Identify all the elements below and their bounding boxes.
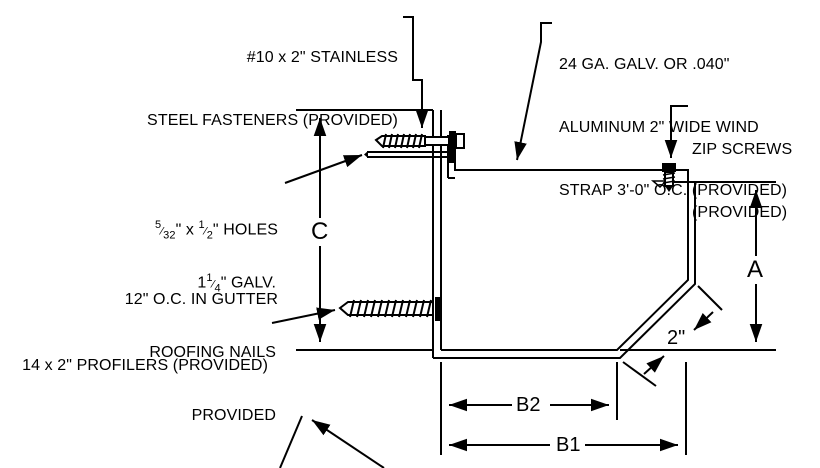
gutter-profile [433,135,696,359]
zip-screws-line-1: ZIP SCREWS [692,141,793,158]
c-extension-lines [296,109,433,351]
nails-frac-numerator: 1 [206,272,213,284]
bevel-dimension [622,285,723,387]
holes-line-1: 5⁄32" x 1⁄2" HOLES [154,219,278,242]
zip-screws-line-2: (PROVIDED) [692,204,788,221]
holes-frac-denominator: 32 [163,229,176,242]
holes-frac2-numerator: 1 [198,219,205,231]
leader-lines [271,16,688,324]
profiler-screw [338,297,441,321]
holes-frac2-denominator: 2 [206,229,213,242]
wind-strap-line-3: STRAP 3'-0" O.C. (PROVIDED) [559,182,788,199]
dimension-b1-label: B1 [555,434,582,456]
nails-callout: 11⁄4" GALV. ROOFING NAILS PROVIDED [120,226,276,447]
wind-strap-callout: 24 GA. GALV. OR .040" ALUMINUM 2" WIDE W… [559,12,819,222]
roofing-nail [364,147,454,163]
holes-mid: " x [175,221,199,239]
b-extension-lines [440,362,687,455]
zip-screw [650,163,676,192]
holes-tail: " HOLES [212,221,278,239]
fasteners-line-1: #10 x 2" STAINLESS [246,49,398,66]
nails-line-1: 11⁄4" GALV. [197,272,276,295]
lower-detail-fragment [279,415,385,468]
nails-frac-denominator: 4 [214,282,221,295]
nails-line-3: PROVIDED [191,406,276,424]
wind-strap-line-1: 24 GA. GALV. OR .040" [559,56,730,73]
nails-whole: 1 [197,274,207,292]
zip-screws-callout: ZIP SCREWS (PROVIDED) [692,97,812,244]
fasteners-callout: #10 x 2" STAINLESS STEEL FASTENERS (PROV… [130,5,398,152]
holes-frac-numerator: 5 [154,219,162,231]
stainless-fastener-screw [374,131,465,151]
a-extension-lines [620,181,776,351]
holes-line-2: 12" O.C. IN GUTTER [124,290,278,308]
nails-line-2: ROOFING NAILS [149,343,276,361]
holes-callout: 5⁄32" x 1⁄2" HOLES 12" O.C. IN GUTTER [60,173,278,331]
profilers-callout: 14 x 2" PROFILERS (PROVIDED) [0,313,268,397]
nails-tail: " GALV. [220,274,276,292]
fasteners-line-2: STEEL FASTENERS (PROVIDED) [147,112,398,129]
dimension-a-label: A [745,256,766,284]
dimension-b2-label: B2 [515,394,542,416]
profilers-line-1: 14 x 2" PROFILERS (PROVIDED) [22,357,268,374]
dimension-c-label: C [309,218,331,246]
dimension-two-inch-label: 2" [667,327,686,349]
wind-strap-line-2: ALUMINUM 2" WIDE WIND [559,119,759,136]
